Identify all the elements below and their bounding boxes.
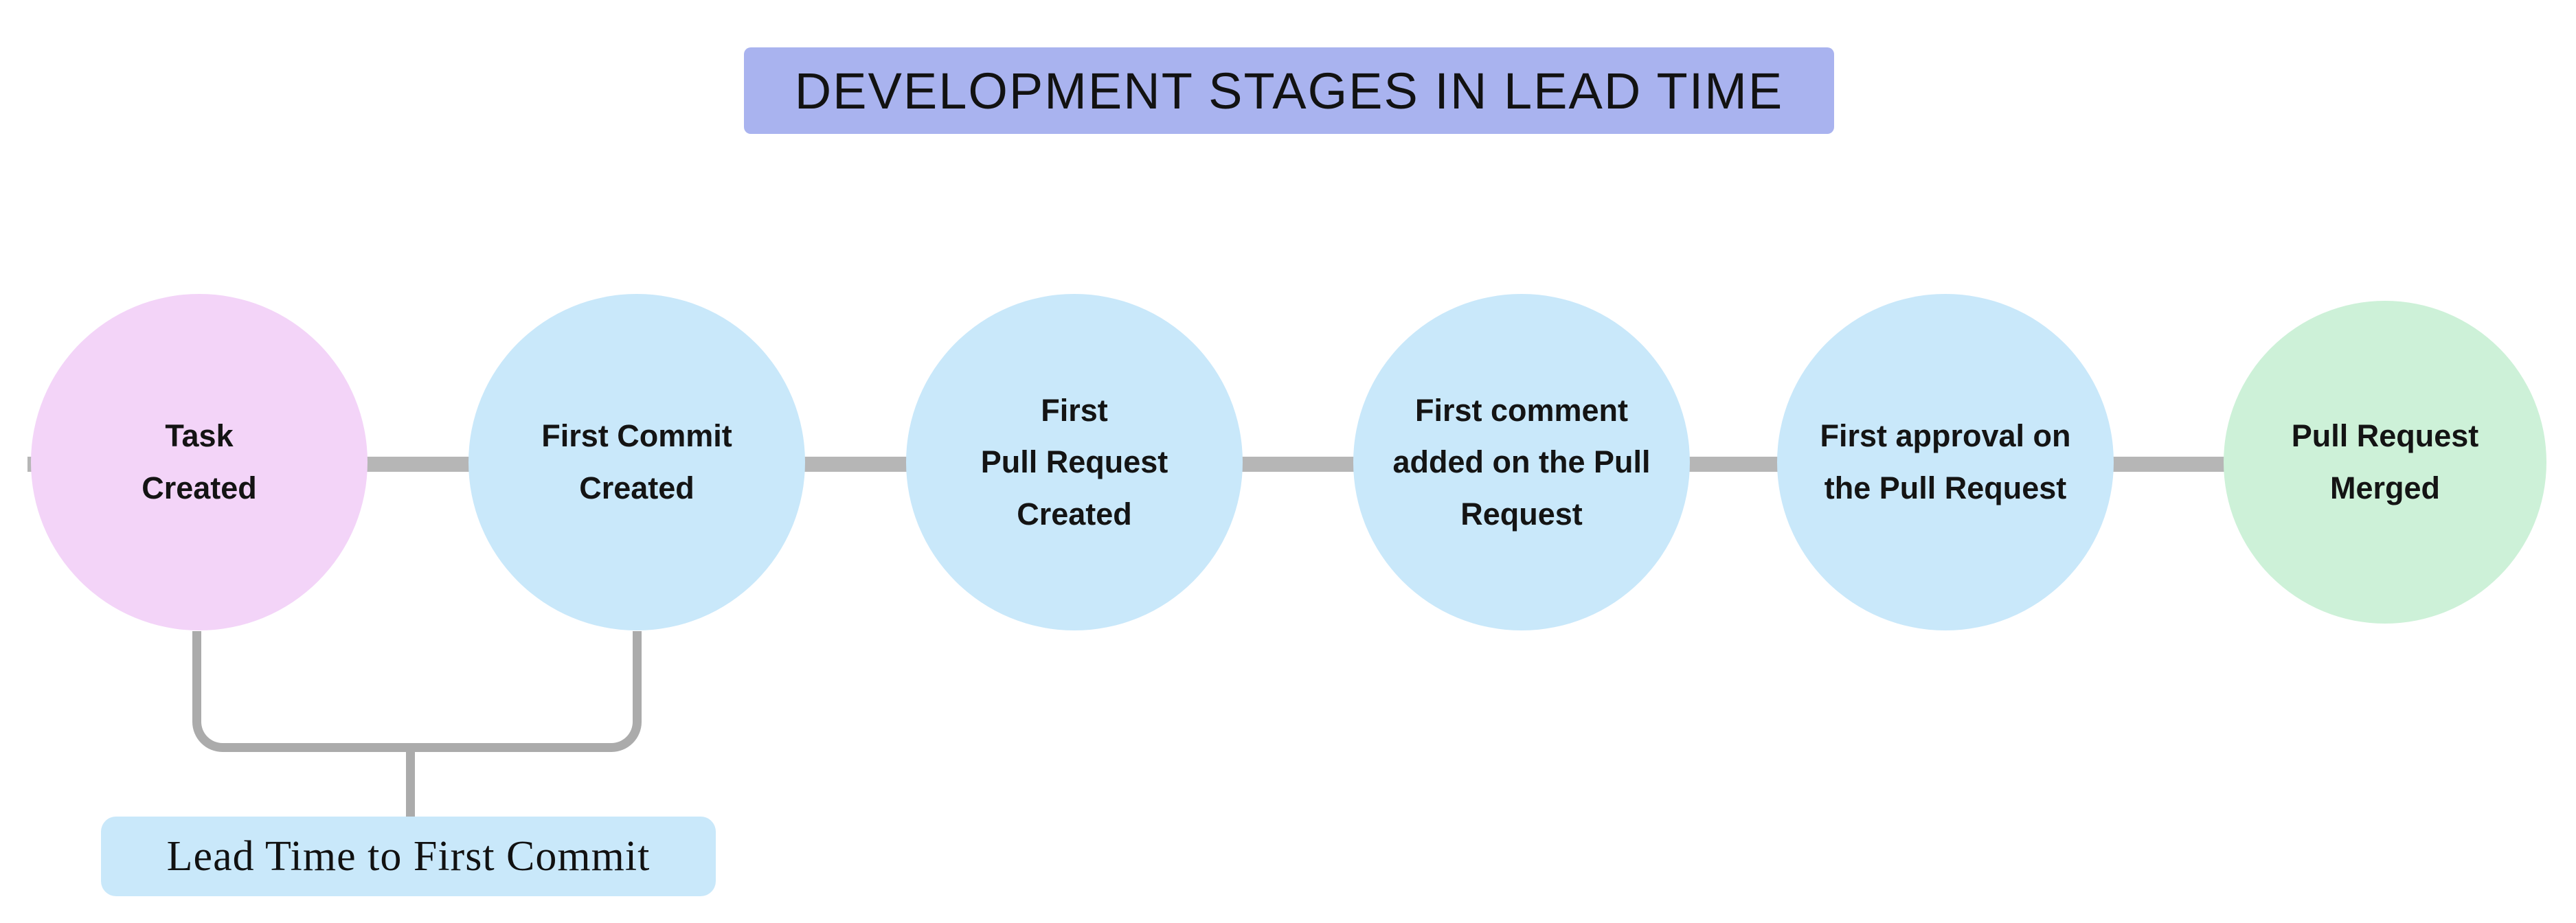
stage-label-line: Created <box>579 470 694 505</box>
stage-label-line: First comment <box>1414 392 1629 428</box>
stage-label-line: the Pull Request <box>1824 470 2067 505</box>
stage-label-line: Pull Request <box>2291 418 2479 454</box>
stage-label-line: Request <box>1460 496 1583 532</box>
stage-label-line: Pull Request <box>980 444 1168 480</box>
stage-label-line: First approval on <box>1820 418 2071 454</box>
stage-label-line: Created <box>142 470 257 505</box>
stage-node-pull-request-merged: Pull Request Merged <box>2224 301 2546 624</box>
stage-label-line: Task <box>165 418 234 454</box>
lead-time-bracket <box>192 631 642 752</box>
stage-label-line: added on the Pull <box>1392 444 1651 480</box>
stage-label-line: Created <box>1017 496 1132 532</box>
stage-label-line: Merged <box>2329 470 2441 505</box>
stage-label-line: First <box>1041 392 1108 428</box>
lead-time-bracket-stem <box>406 749 415 819</box>
stage-node-first-approval: First approval on the Pull Request <box>1777 294 2114 630</box>
lead-time-annotation-label: Lead Time to First Commit <box>101 817 716 896</box>
stage-node-first-commit-created: First Commit Created <box>468 294 805 630</box>
stage-node-first-pull-request-created: First Pull Request Created <box>906 294 1243 630</box>
page-title: DEVELOPMENT STAGES IN LEAD TIME <box>744 47 1834 134</box>
stage-node-task-created: Task Created <box>31 294 368 630</box>
stage-label-line: First Commit <box>541 418 732 454</box>
stage-node-first-comment-added: First comment added on the Pull Request <box>1353 294 1690 630</box>
